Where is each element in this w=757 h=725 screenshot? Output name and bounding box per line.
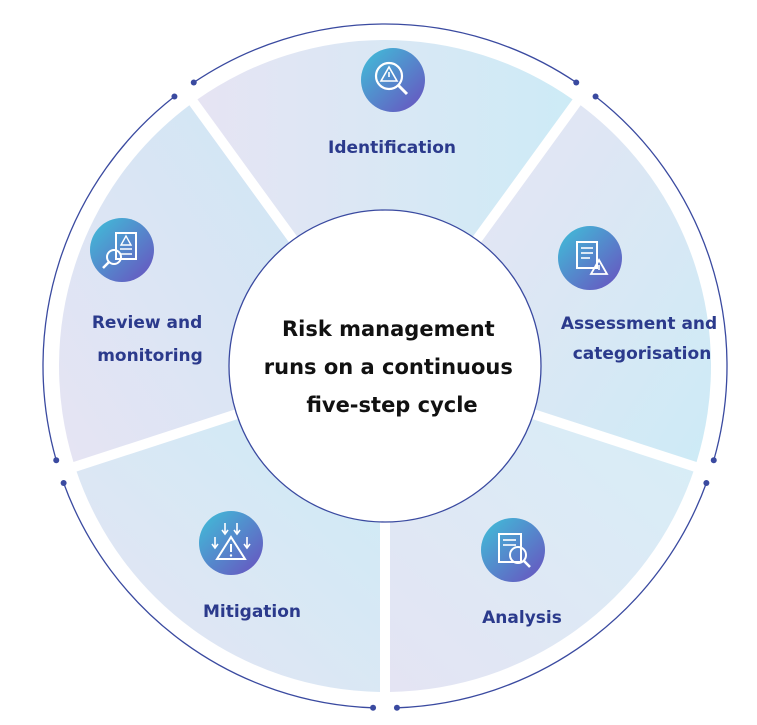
step-analysis: Analysis: [481, 518, 562, 628]
outline-arc-dot: [573, 79, 580, 86]
step-label: Identification: [328, 138, 456, 158]
outline-arc-dot: [393, 704, 400, 711]
outline-arc: [396, 482, 707, 709]
center-circle: [228, 209, 542, 523]
step-assessment: Assessment and categorisation: [558, 226, 723, 364]
outline-arc-dot: [592, 93, 599, 100]
outline-arc: [63, 482, 374, 709]
outline-arc-dot: [710, 457, 717, 464]
outline-arc-dot: [53, 457, 60, 464]
segment-identification: [197, 39, 573, 237]
outline-arc-dot: [703, 479, 710, 486]
step-review: Review and monitoring: [90, 218, 208, 366]
report-warning-icon: [558, 226, 622, 290]
downward-arrows-warning-icon: [199, 511, 263, 575]
risk-search-icon: [361, 48, 425, 112]
step-mitigation: Mitigation: [199, 511, 301, 622]
outline-arc: [193, 23, 577, 84]
step-label: Analysis: [482, 608, 562, 628]
outline-arc-dot: [370, 704, 377, 711]
cycle-outline-arcs: [42, 23, 728, 711]
center-text: Risk management runs on a continuous fiv…: [264, 317, 520, 417]
document-analysis-icon: [481, 518, 545, 582]
segment-review: [59, 105, 290, 462]
step-label: Mitigation: [203, 602, 301, 622]
step-identification: Identification: [328, 48, 456, 158]
outline-arc-dot: [171, 93, 178, 100]
step-label: Review and monitoring: [92, 313, 208, 366]
outline-arc: [595, 95, 728, 461]
step-label: Assessment and categorisation: [561, 314, 723, 364]
center-line: five-step cycle: [306, 393, 477, 417]
center-line: Risk management: [282, 317, 495, 341]
outline-arc: [42, 95, 175, 461]
outline-arc-dot: [190, 79, 197, 86]
document-review-icon: [90, 218, 154, 282]
outline-arc-dot: [60, 479, 67, 486]
center-line: runs on a continuous: [264, 355, 513, 379]
